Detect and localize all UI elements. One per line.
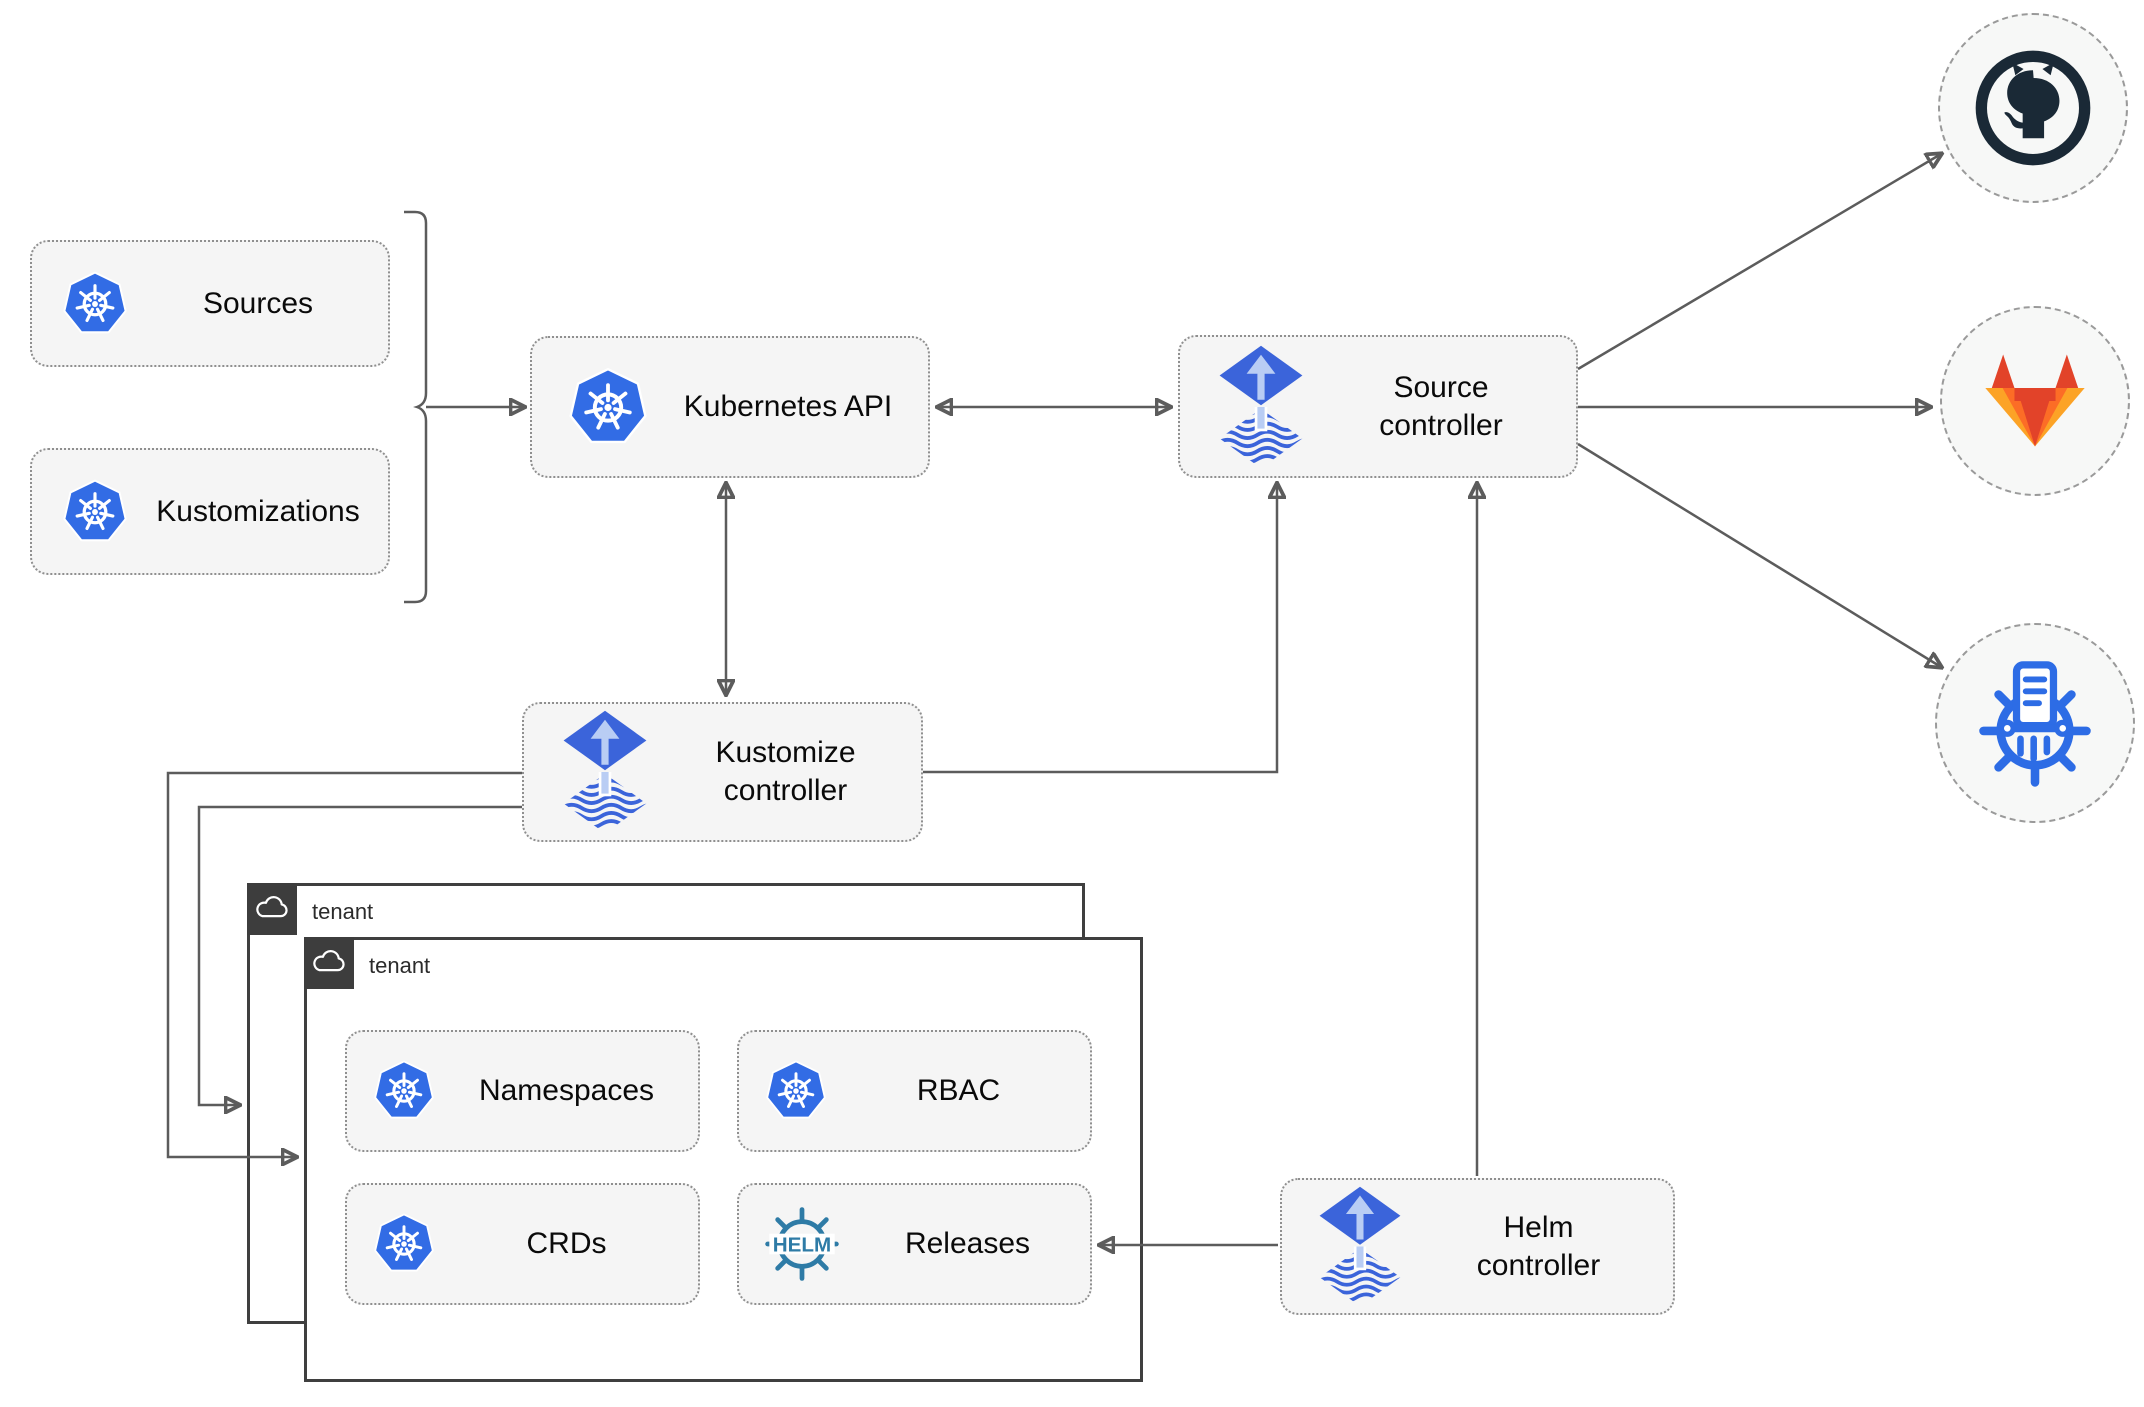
- registry-shredder-icon: [1969, 657, 2101, 789]
- node-kubernetes-api: Kubernetes API: [530, 336, 930, 478]
- node-sources: Sources: [30, 240, 390, 367]
- tenant-container-inner: tenant: [304, 937, 1143, 1382]
- flux-icon: [1316, 1185, 1404, 1308]
- edge-kustomize-to-source-controller: [923, 484, 1277, 774]
- edge-source-to-github: [1577, 154, 1941, 371]
- tenant-tab: [304, 937, 354, 989]
- node-kustomize-controller: Kustomize controller: [522, 702, 923, 842]
- node-label: Namespaces: [478, 1074, 655, 1107]
- edge-source-to-registry: [1577, 442, 1941, 667]
- node-label: Kustomizations: [156, 494, 360, 528]
- kubernetes-icon: [373, 1059, 435, 1123]
- endpoint-github: [1938, 13, 2128, 203]
- flux-icon: [1216, 344, 1306, 470]
- node-rbac: RBAC: [737, 1030, 1092, 1152]
- endpoint-gitlab: [1940, 306, 2130, 496]
- kubernetes-icon: [568, 366, 648, 449]
- node-label: Helm controller: [1476, 1210, 1601, 1282]
- helm-icon: [759, 1201, 845, 1287]
- cloud-icon: [256, 895, 288, 917]
- node-label: Releases: [904, 1227, 1031, 1260]
- node-namespaces: Namespaces: [345, 1030, 700, 1152]
- node-crds: CRDs: [345, 1183, 700, 1305]
- flux-icon: [560, 709, 650, 835]
- cloud-icon: [313, 949, 345, 971]
- kubernetes-icon: [765, 1059, 827, 1123]
- node-label: CRDs: [526, 1227, 607, 1260]
- node-label: Sources: [202, 286, 314, 320]
- node-helm-controller: Helm controller: [1280, 1178, 1675, 1315]
- node-label: RBAC: [916, 1074, 1001, 1107]
- tenant-tab: [247, 883, 297, 935]
- node-releases: Releases: [737, 1183, 1092, 1305]
- node-kustomizations: Kustomizations: [30, 448, 390, 575]
- node-label: Kubernetes API: [683, 390, 893, 423]
- endpoint-registry: [1935, 623, 2135, 823]
- node-source-controller: Source controller: [1178, 335, 1578, 478]
- kubernetes-icon: [373, 1212, 435, 1276]
- github-icon: [1970, 45, 2096, 171]
- bracket-sources-kustomizations: [404, 210, 428, 604]
- node-label: Kustomize controller: [715, 736, 856, 807]
- kubernetes-icon: [62, 270, 128, 338]
- gitlab-icon: [1985, 354, 2085, 447]
- tenant-label: tenant: [369, 953, 431, 978]
- tenant-label: tenant: [312, 899, 374, 924]
- node-label: Source controller: [1379, 370, 1503, 442]
- kubernetes-icon: [62, 478, 128, 546]
